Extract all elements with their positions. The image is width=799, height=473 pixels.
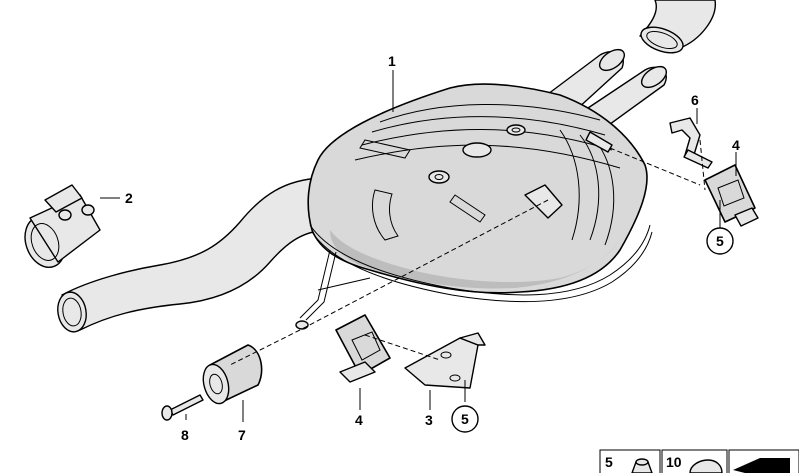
callout-5-upper-ring: [706, 227, 734, 255]
callout-6: 6: [691, 92, 699, 108]
legend-item-10: 10: [661, 449, 728, 473]
assembly-line: [229, 329, 301, 366]
assembly-line: [699, 139, 706, 191]
callout-2: 2: [125, 190, 133, 206]
pipe-clamp: [24, 184, 101, 268]
callout-5-lower-ring: [451, 405, 479, 433]
callout-3: 3: [425, 412, 433, 428]
rubber-mount-upper: [704, 164, 759, 227]
tail-pipe-top: [639, 0, 716, 54]
inlet-pipe: [57, 177, 326, 333]
bracket: [404, 332, 486, 389]
legend-item-5-label: 5: [605, 454, 613, 470]
assembly-line: [609, 147, 701, 186]
callout-4-lower: 4: [355, 412, 363, 428]
callout-1: 1: [388, 53, 396, 69]
hanger-rod: [295, 249, 371, 330]
legend-item-5: 5: [599, 449, 661, 473]
rear-muffler: [307, 83, 653, 303]
legend-item-10-label: 10: [666, 454, 682, 470]
rubber-mount-lower: [335, 314, 391, 383]
callout-4-upper: 4: [732, 137, 740, 153]
callout-8: 8: [181, 427, 189, 443]
callout-5-lower: 5: [461, 411, 469, 427]
legend-item-arrow: [728, 449, 799, 473]
assembly-line: [364, 334, 441, 361]
callout-5-upper: 5: [716, 233, 724, 249]
small-bracket: [669, 117, 713, 169]
callout-7: 7: [238, 427, 246, 443]
rubber-bushing: [202, 344, 263, 405]
assembly-line: [299, 199, 549, 331]
bolt: [161, 394, 204, 421]
